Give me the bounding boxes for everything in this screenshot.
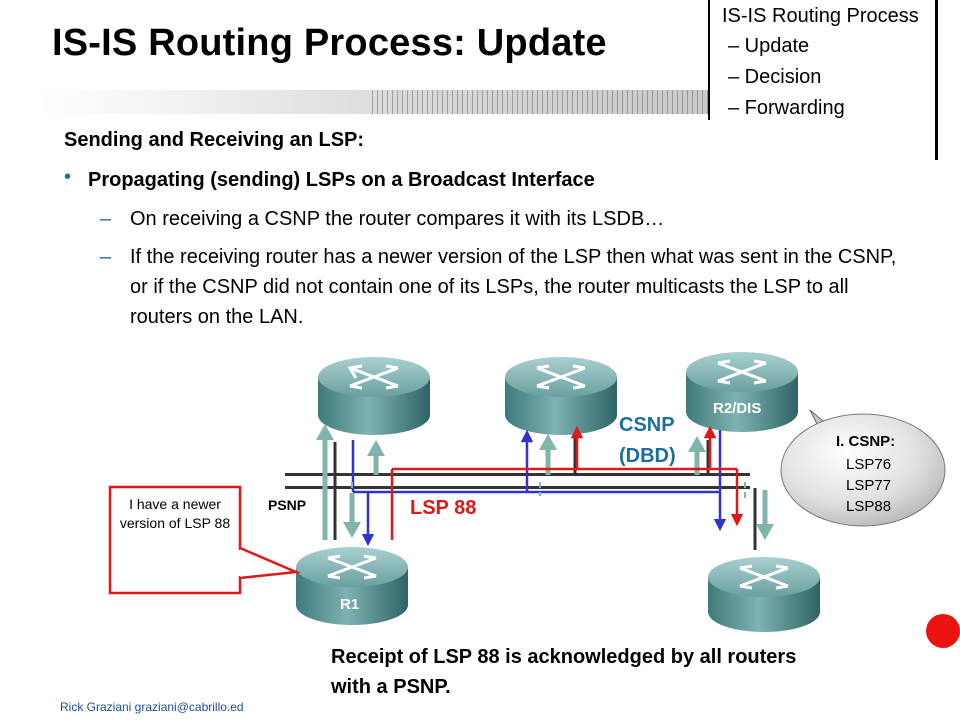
csnp-label: CSNP [619, 414, 675, 436]
router-r1 [296, 547, 408, 625]
process-outline-rule [935, 0, 938, 160]
csnp-bubble-line: LSP76 [846, 456, 891, 473]
psnp-dashed-guides [351, 482, 746, 498]
process-outline-item: – Forwarding [728, 97, 845, 119]
title-underline-stripes [372, 90, 708, 114]
csnp-paths [351, 429, 727, 547]
router-top-left [318, 357, 430, 435]
process-outline-item: – Update [728, 35, 810, 57]
csnp-speech-bubble: I. CSNP: LSP76 LSP77 LSP88 [780, 409, 946, 527]
lan-segment [285, 473, 750, 476]
router-bottom-right [708, 557, 820, 632]
lsp-paths [390, 425, 744, 540]
psnp-label: PSNP [268, 497, 306, 513]
csnp-bubble-line: I. CSNP: [836, 433, 895, 450]
router-top-middle [505, 357, 617, 435]
csnp-bubble-line: LSP77 [846, 477, 891, 494]
callout-text: I have a newer version of LSP 88 [119, 496, 231, 531]
sub-bullet-dash: – [100, 246, 112, 268]
csnp-bubble-line: LSP88 [846, 498, 891, 515]
psnp-arrows [316, 424, 774, 540]
bullet-text: Propagating (sending) LSPs on a Broadcas… [88, 169, 595, 191]
router-r2-dis [686, 352, 798, 432]
lsp-88-label: LSP 88 [410, 497, 476, 519]
process-outline-box: IS-IS Routing Process – Update – Decisio… [708, 0, 938, 120]
slide-title: IS-IS Routing Process: Update [52, 22, 607, 64]
section-heading: Sending and Receiving an LSP: [64, 129, 365, 151]
sub-bullet-text: If the receiving router has a newer vers… [130, 246, 897, 328]
csnp-label: (DBD) [619, 445, 676, 467]
sub-bullet-dash: – [100, 208, 112, 230]
callout-box [108, 485, 301, 595]
red-circle-marker [926, 614, 960, 648]
diagram-caption: Receipt of LSP 88 is acknowledged by all… [331, 646, 797, 698]
process-outline-item: – Decision [728, 66, 822, 88]
lan-segment [285, 486, 750, 489]
bullet-dot: • [64, 166, 72, 188]
router-r1-label: R1 [340, 596, 359, 613]
process-outline-title: IS-IS Routing Process [722, 5, 919, 27]
router-r2-label: R2/DIS [713, 400, 761, 417]
footer-credit: Rick Graziani graziani@cabrillo.ed [60, 700, 244, 714]
sub-bullet-text: On receiving a CSNP the router compares … [130, 208, 665, 230]
